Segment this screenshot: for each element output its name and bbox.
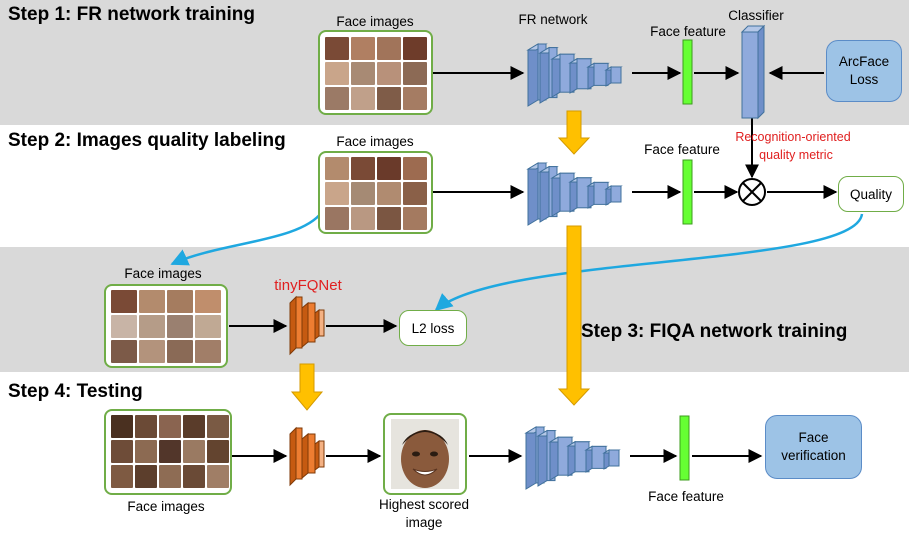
face-feature-label-1: Face feature [650, 24, 726, 39]
face-feature-bar-1 [682, 39, 693, 105]
fr-layer-face [610, 185, 622, 203]
face-thumbnails-3 [111, 290, 221, 363]
step4-title: Step 4: Testing [8, 381, 143, 402]
fr-layer-side [527, 162, 539, 226]
highest-scored-label-line1: Highest scored [378, 497, 470, 512]
fr-layer-side [539, 46, 550, 104]
face-images-grid-3 [104, 284, 228, 368]
fr-layer-face [610, 66, 622, 84]
fr-network-1 [526, 43, 623, 107]
multiply-icon [738, 178, 766, 206]
fr-layer-side [525, 426, 537, 490]
fr-network-label: FR network [518, 12, 588, 27]
fr-network-2 [526, 162, 623, 226]
fr-layer-face [608, 449, 620, 467]
arrow-images2-to-images3 [170, 211, 324, 266]
fr-layer-side [551, 53, 561, 98]
quality-metric-label-line2: quality metric [759, 148, 833, 162]
face-images-grid-4 [104, 409, 232, 495]
fr-layer-side [527, 43, 539, 107]
fr-layer-side [549, 436, 559, 481]
tinyfqnet-3 [289, 295, 325, 356]
quality-box: Quality [838, 176, 904, 212]
face-feature-label-4: Face feature [648, 489, 724, 504]
face-thumbnails-4 [111, 415, 229, 488]
step1-title: Step 1: FR network training [8, 4, 256, 25]
face-thumbnails-2 [325, 157, 427, 230]
highest-scored-image-box [383, 413, 467, 495]
arcface-loss-box: ArcFace Loss [826, 40, 902, 102]
fr-layer-side [569, 57, 578, 94]
face-feature-bar-2 [682, 159, 693, 225]
orange-arrow-tiny3-to-tiny4 [290, 363, 324, 411]
fr-network-4 [524, 426, 621, 490]
fr-layer-side [567, 440, 576, 477]
orange-arrow-fr1-to-fr2 [557, 110, 591, 155]
tinyfqnet-label: tinyFQNet [274, 277, 342, 294]
face-feature-label-2: Face feature [644, 142, 720, 157]
face-feature-bar-4 [679, 415, 690, 481]
l2-loss-box: L2 loss [399, 310, 467, 346]
step3-title: Step 3: FIQA network training [581, 321, 848, 342]
tinyfqnet-4 [289, 426, 325, 487]
face-images-grid-2 [318, 151, 433, 234]
face-images-label-4: Face images [127, 499, 205, 514]
face-verification-box: Face verification [765, 415, 862, 479]
quality-metric-label-line1: Recognition-oriented [735, 130, 851, 144]
step2-title: Step 2: Images quality labeling [8, 130, 286, 151]
highest-scored-label-line2: image [405, 515, 443, 530]
arrow-quality-to-l2 [434, 213, 864, 312]
fr-layer-side [539, 165, 550, 223]
fr-layer-side [551, 172, 561, 217]
classifier-label: Classifier [728, 8, 784, 23]
face-images-label-1: Face images [336, 14, 414, 29]
fr-layer-side [537, 429, 548, 487]
face-images-grid-1 [318, 30, 433, 115]
face-images-label-3: Face images [124, 266, 202, 281]
face-portrait-icon [391, 419, 459, 489]
fr-layer-side [569, 176, 578, 213]
classifier-bar [740, 24, 766, 120]
face-images-label-2: Face images [336, 134, 414, 149]
face-thumbnails-1 [325, 37, 427, 110]
orange-arrow-fr2-to-fr4 [557, 225, 591, 406]
